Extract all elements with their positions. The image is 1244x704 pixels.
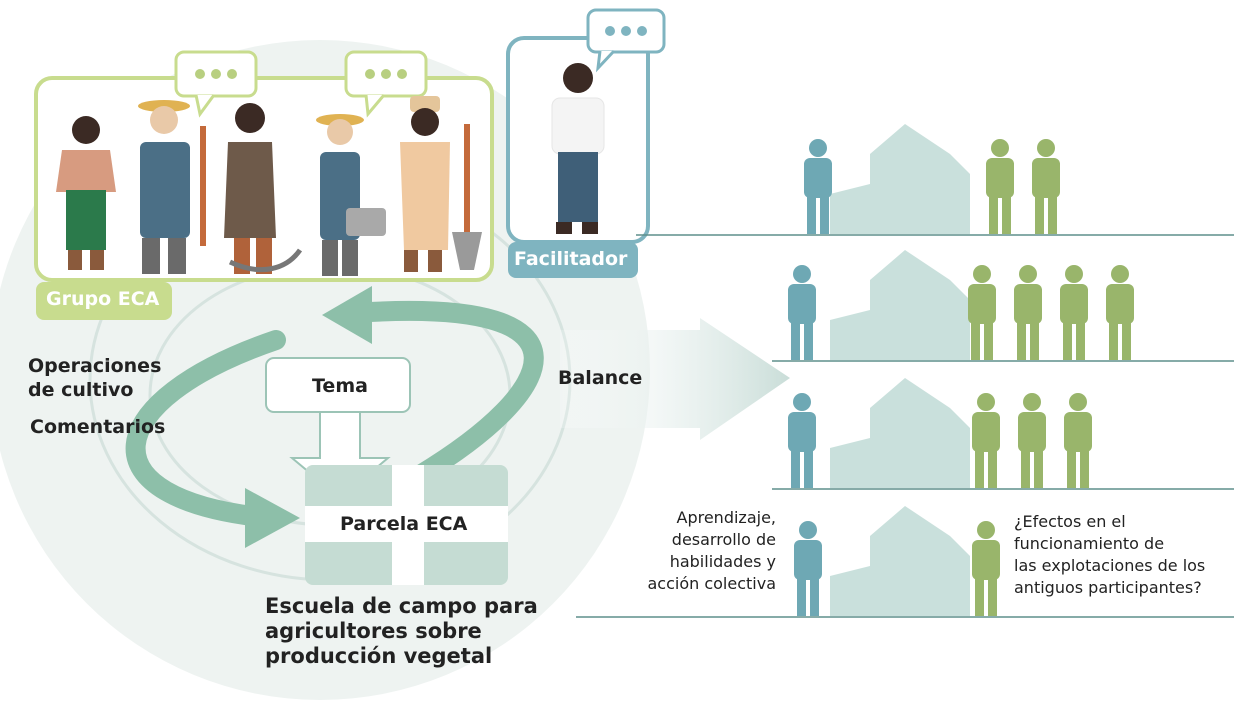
effects-label: ¿Efectos en el funcionamiento de las exp… (1014, 511, 1205, 599)
farmer-icon (138, 100, 206, 274)
house-icon (830, 378, 970, 488)
learning-line: habilidades y (669, 552, 776, 571)
operations-line: Operaciones (28, 355, 162, 377)
person-icon (972, 393, 1000, 488)
household-row (636, 124, 1234, 236)
school-title: Escuela de campo para agricultores sobre… (265, 594, 538, 669)
facilitator-label: Facilitador (514, 248, 628, 270)
cycle-arrowhead-right-icon (245, 488, 300, 548)
speech-bubble-icon (174, 50, 258, 118)
outcome-arrow-icon (560, 318, 790, 440)
school-title-line: Escuela de campo para (265, 594, 538, 618)
effects-line: antiguos participantes? (1014, 578, 1202, 597)
person-icon (972, 521, 1000, 616)
person-icon (986, 139, 1014, 234)
farmer-icon (224, 103, 303, 274)
cycle-arrows (125, 301, 544, 528)
farmer-icon (56, 116, 116, 270)
learning-line: acción colectiva (647, 574, 776, 593)
person-icon (1106, 265, 1134, 360)
person-icon (968, 265, 996, 360)
person-icon (794, 521, 822, 616)
cycle-arrowhead-left-icon (322, 286, 372, 344)
house-icon (830, 250, 970, 360)
house-icon (830, 506, 970, 616)
learning-line: desarrollo de (671, 530, 776, 549)
learning-line: Aprendizaje, (676, 508, 777, 527)
plot-label: Parcela ECA (340, 513, 468, 535)
group-label: Grupo ECA (46, 288, 160, 310)
household-row (772, 378, 1234, 490)
person-icon (1018, 393, 1046, 488)
households (576, 124, 1234, 618)
effects-line: las explotaciones de los (1014, 556, 1206, 575)
farmer-icon (316, 114, 386, 276)
speech-bubble-icon (586, 8, 666, 73)
household-row (576, 506, 1234, 618)
effects-line: ¿Efectos en el (1014, 512, 1126, 531)
person-icon (1014, 265, 1042, 360)
facilitator-icon (551, 63, 605, 234)
person-icon (1064, 393, 1092, 488)
speech-bubble-icon (344, 50, 428, 118)
plot-field (305, 465, 508, 585)
balance-label: Balance (558, 367, 643, 389)
effects-line: funcionamiento de (1014, 534, 1165, 553)
learning-label: Aprendizaje, desarrollo de habilidades y… (600, 507, 776, 595)
farmer-icon (400, 96, 482, 272)
house-icon (830, 124, 970, 234)
comments-label: Comentarios (30, 416, 166, 438)
person-icon (1032, 139, 1060, 234)
school-title-line: agricultores sobre (265, 619, 482, 643)
operations-line: de cultivo (28, 379, 134, 401)
operations-label: Operaciones de cultivo (28, 354, 161, 402)
topic-label: Tema (312, 375, 368, 397)
household-row (772, 250, 1234, 362)
person-icon (788, 265, 816, 360)
person-icon (1060, 265, 1088, 360)
person-icon (804, 139, 832, 234)
school-title-line: producción vegetal (265, 644, 493, 668)
person-icon (788, 393, 816, 488)
